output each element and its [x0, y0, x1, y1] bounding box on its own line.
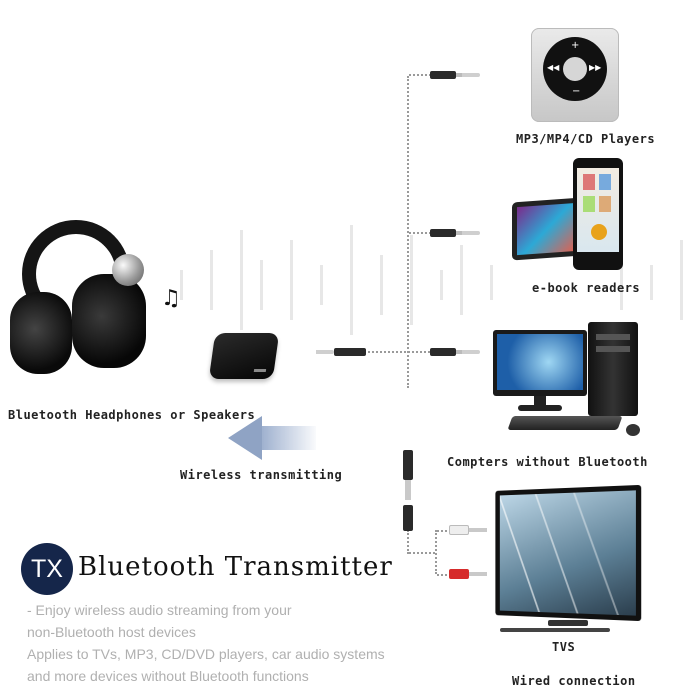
mp3-player-image: + − ◀◀ ▶▶	[531, 28, 619, 122]
monitor-base	[518, 405, 562, 411]
cable-to-mp3	[409, 74, 431, 76]
label-headphones: Bluetooth Headphones or Speakers	[8, 408, 255, 422]
description-line-3: Applies to TVs, MP3, CD/DVD players, car…	[27, 646, 385, 662]
pc-tower-image	[588, 322, 638, 416]
jack-vertical-top	[403, 450, 413, 480]
product-title: Bluetooth Transmitter	[78, 552, 393, 582]
label-tvs: TVS	[552, 640, 575, 654]
click-wheel: + − ◀◀ ▶▶	[543, 37, 607, 101]
rca-white-plug	[449, 525, 489, 535]
description-line-2: non-Bluetooth host devices	[27, 624, 196, 640]
label-computers: Compters without Bluetooth	[447, 455, 648, 469]
headphones-image	[8, 212, 148, 372]
tablet-landscape-image	[512, 198, 582, 261]
tablet-portrait-image	[573, 158, 623, 270]
label-wired-connection: Wired connection	[512, 674, 636, 688]
music-note-icon: ♫	[161, 286, 181, 311]
description-line-1: - Enjoy wireless audio streaming from yo…	[27, 602, 292, 618]
cable-to-computer	[360, 351, 430, 353]
tv-cable-split	[435, 530, 437, 574]
cable-to-ebook	[409, 232, 431, 234]
description-line-4: and more devices without Bluetooth funct…	[27, 668, 309, 684]
label-ebook-readers: e-book readers	[532, 281, 640, 295]
jack-vertical-bottom	[403, 505, 413, 531]
tv-image	[495, 485, 641, 621]
tv-stand-base	[500, 628, 610, 632]
mouse-image	[626, 424, 640, 436]
keyboard-image	[507, 416, 622, 430]
tv-cable-vertical	[407, 530, 409, 554]
wireless-arrow-icon	[228, 416, 316, 460]
rca-red-plug	[449, 569, 489, 579]
label-wireless-transmitting: Wireless transmitting	[180, 468, 342, 482]
computer-monitor-image	[493, 330, 587, 396]
transmitter-device-image	[209, 333, 279, 379]
tx-badge-text: TX	[31, 555, 63, 583]
label-mp3-players: MP3/MP4/CD Players	[516, 132, 655, 146]
jack-vertical-top-tip	[405, 480, 411, 500]
cable-to-tv	[409, 552, 435, 554]
tx-badge: TX	[21, 543, 73, 595]
tv-stand	[548, 620, 588, 626]
